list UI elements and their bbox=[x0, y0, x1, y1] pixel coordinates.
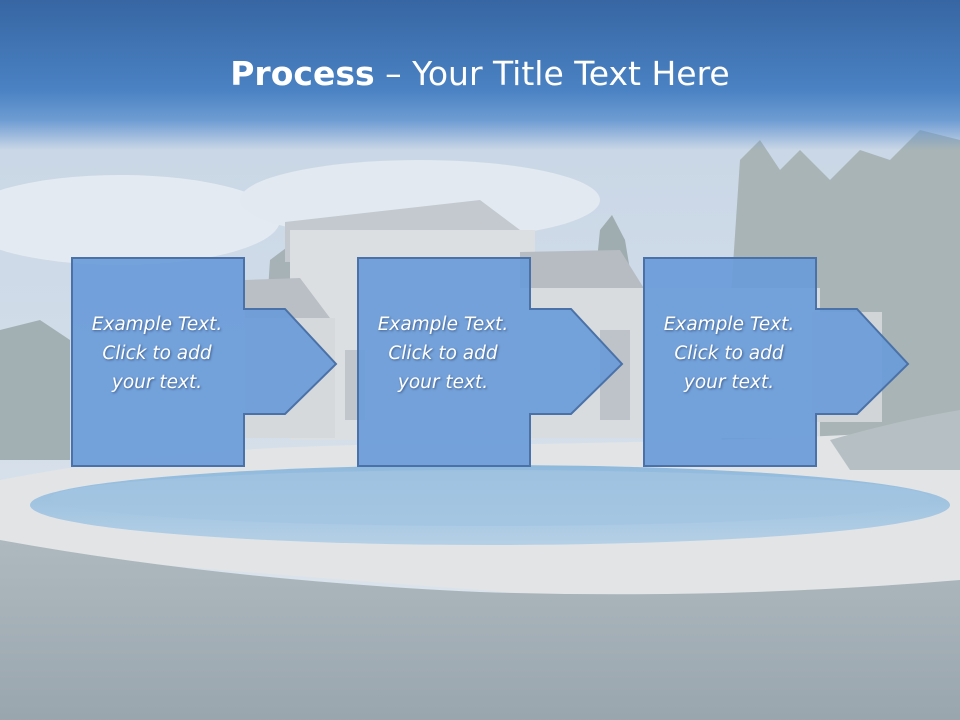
process-step-1[interactable]: Example Text. Click to add your text. bbox=[70, 256, 338, 468]
step-3-text[interactable]: Example Text. Click to add your text. bbox=[646, 310, 812, 397]
arrow-shape-1 bbox=[71, 257, 338, 467]
arrow-shape-2 bbox=[357, 257, 624, 467]
title-rest-text: – Your Title Text Here bbox=[374, 54, 730, 93]
step-3-line-1: Example Text. bbox=[663, 314, 795, 335]
step-2-line-1: Example Text. bbox=[377, 314, 509, 335]
process-step-2[interactable]: Example Text. Click to add your text. bbox=[356, 256, 624, 468]
step-1-line-1: Example Text. bbox=[91, 314, 223, 335]
step-1-line-3: your text. bbox=[111, 372, 203, 393]
title-band bbox=[0, 0, 960, 150]
step-3-line-2: Click to add bbox=[674, 343, 784, 364]
process-step-3[interactable]: Example Text. Click to add your text. bbox=[642, 256, 910, 468]
step-2-line-2: Click to add bbox=[388, 343, 498, 364]
title-bold-text: Process bbox=[230, 54, 375, 93]
slide-title[interactable]: Process – Your Title Text Here bbox=[0, 52, 960, 96]
step-3-line-3: your text. bbox=[683, 372, 775, 393]
arrow-shape-3 bbox=[643, 257, 910, 467]
step-1-line-2: Click to add bbox=[102, 343, 212, 364]
step-2-line-3: your text. bbox=[397, 372, 489, 393]
step-2-text[interactable]: Example Text. Click to add your text. bbox=[360, 310, 526, 397]
step-1-text[interactable]: Example Text. Click to add your text. bbox=[74, 310, 240, 397]
